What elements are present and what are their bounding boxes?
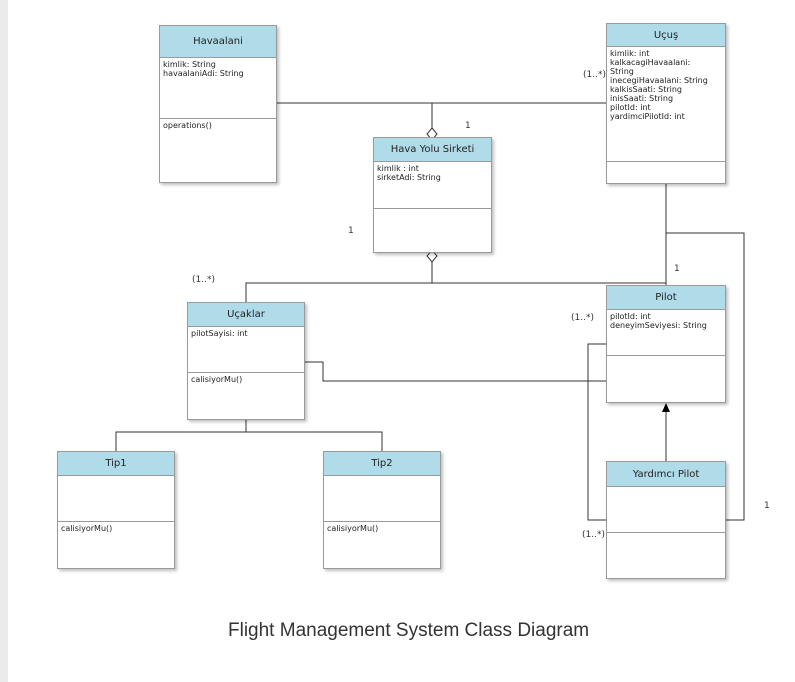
class-tip2[interactable]: Tip2 calisiyorMu() (323, 451, 441, 569)
class-ucus[interactable]: Uçuş kimlik: int kalkacagiHavaalani: Str… (606, 23, 726, 184)
multiplicity-pilot-top: 1 (674, 264, 680, 274)
class-name: Hava Yolu Sirketi (374, 138, 491, 162)
class-attributes: kimlik: String havaalaniAdi: String (160, 58, 276, 119)
class-name: Yardımcı Pilot (607, 462, 725, 487)
class-hava-yolu-sirketi[interactable]: Hava Yolu Sirketi kimlik : int sirketAdi… (373, 137, 492, 253)
diagram-caption: Flight Management System Class Diagram (228, 620, 590, 641)
class-operations (607, 162, 725, 166)
class-operations: calisiyorMu() (61, 524, 113, 533)
class-name: Tip1 (58, 452, 174, 476)
class-name: Pilot (607, 286, 725, 310)
aggregation-diamond-bottom (426, 249, 438, 263)
class-attributes: kimlik : int sirketAdi: String (374, 162, 491, 209)
class-operations (607, 356, 725, 360)
class-attributes: kimlik: int kalkacagiHavaalani: String i… (607, 47, 725, 162)
class-operations (607, 533, 725, 537)
class-pilot[interactable]: Pilot pilotId: int deneyimSeviyesi: Stri… (606, 285, 726, 403)
class-attributes (324, 476, 440, 522)
ucus-yardimci-association (666, 232, 745, 521)
class-name: Tip2 (324, 452, 440, 476)
multiplicity-hava-yolu-top: 1 (465, 121, 471, 131)
multiplicity-pilot-left: (1..*) (571, 313, 594, 323)
class-name: Uçaklar (188, 303, 304, 327)
class-operations: calisiyorMu() (191, 375, 243, 384)
inheritance-arrow-pilot (662, 403, 670, 412)
class-operations: calisiyorMu() (327, 524, 379, 533)
multiplicity-yardimci-left: (1..*) (582, 530, 605, 540)
class-attributes: pilotSayisi: int (188, 327, 304, 373)
multiplicity-ucaklar-top: (1..*) (192, 275, 215, 285)
pilot-yardimci-association (587, 343, 606, 521)
class-attributes: pilotId: int deneyimSeviyesi: String (607, 310, 725, 356)
hava-yolu-ucaklar-aggregation (245, 262, 433, 302)
multiplicity-ucus-left: (1..*) (583, 70, 606, 80)
class-tip1[interactable]: Tip1 calisiyorMu() (57, 451, 175, 569)
class-havaalani[interactable]: Havaalani kimlik: String havaalaniAdi: S… (159, 25, 277, 183)
class-operations (374, 209, 491, 213)
tip-inheritance-lines (115, 418, 383, 451)
class-yardimci-pilot[interactable]: Yardımcı Pilot (606, 461, 726, 579)
ucaklar-pilot-association (305, 361, 606, 382)
class-attributes (58, 476, 174, 522)
class-name: Uçuş (607, 24, 725, 47)
class-name: Havaalani (160, 26, 276, 58)
class-operations: operations() (163, 121, 212, 130)
multiplicity-hava-yolu-left: 1 (348, 226, 354, 236)
class-attributes (607, 487, 725, 533)
multiplicity-yardimci-right: 1 (764, 501, 770, 511)
class-ucaklar[interactable]: Uçaklar pilotSayisi: int calisiyorMu() (187, 302, 305, 420)
